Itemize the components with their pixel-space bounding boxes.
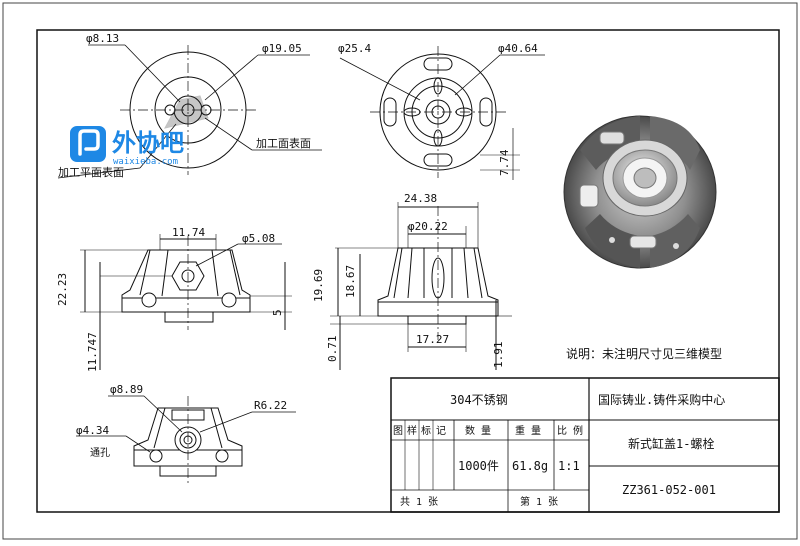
label-machined-flat-surface: 加工平面表面 [58,165,124,179]
tb-header-char-1: 图 [393,425,403,437]
dim-d20-22: φ20.22 [408,220,448,233]
view-side-middle [330,202,512,370]
label-machined-surface: 加工面表面 [256,136,311,150]
dim-17-27: 17.27 [416,333,449,346]
tb-company: 国际铸业.铸件采购中心 [598,392,725,407]
tb-scale-value: 1:1 [558,459,580,473]
dim-24-38: 24.38 [404,192,437,205]
title-block [390,377,780,513]
drawing-note: 说明：未注明尺寸见三维模型 [566,346,722,361]
watermark-brand: 外协吧 [112,129,184,157]
dim-22-23: 22.23 [56,273,69,306]
tb-qty-label: 数 量 [465,424,491,437]
dim-r6-22: R6.22 [254,399,287,412]
dim-d5-08: φ5.08 [242,232,275,245]
tb-header-char-2: 样 [407,424,417,437]
watermark-logo: 外协吧 waixieba.com [70,126,184,167]
tb-weight-value: 61.8g [512,459,548,473]
dim-7-74: 7.74 [498,149,511,176]
dim-11-747: 11.747 [86,332,99,372]
render-3d [563,115,717,269]
tb-qty-value: 1000件 [458,459,499,473]
dim-11-74: 11.74 [172,226,205,239]
dim-d19-05: φ19.05 [262,42,302,55]
dim-18-67: 18.67 [344,265,357,298]
tb-scale-label: 比 例 [557,424,583,437]
watermark-url: waixieba.com [113,157,178,167]
dim-d25-4: φ25.4 [338,42,371,55]
tb-drawing-number: ZZ361-052-001 [622,483,716,497]
tb-material: 304不锈钢 [450,393,508,407]
dim-5: 5 [271,309,284,316]
tb-part-name: 新式缸盖1-螺栓 [628,436,714,451]
tb-weight-label: 重 量 [515,424,541,437]
tb-total-sheets: 共 1 张 [400,496,438,508]
tb-sheet-number: 第 1 张 [520,495,558,508]
dim-d4-34: φ4.34 [76,424,109,437]
tb-header-char-4: 记 [436,425,446,437]
dim-19-69: 19.69 [312,269,325,302]
dim-0-71: 0.71 [326,336,339,363]
tb-header-char-3: 标 [421,425,431,437]
dim-d8-89: φ8.89 [110,383,143,396]
dim-d8-13: φ8.13 [86,32,119,45]
dim-d40-64: φ40.64 [498,42,538,55]
dim-1-91: 1.91 [492,342,505,369]
view-bottom-left [76,395,296,484]
view-top-left [57,44,322,179]
label-through-hole: 通孔 [90,447,110,459]
view-top-middle [339,46,545,180]
view-front-left [80,234,292,370]
